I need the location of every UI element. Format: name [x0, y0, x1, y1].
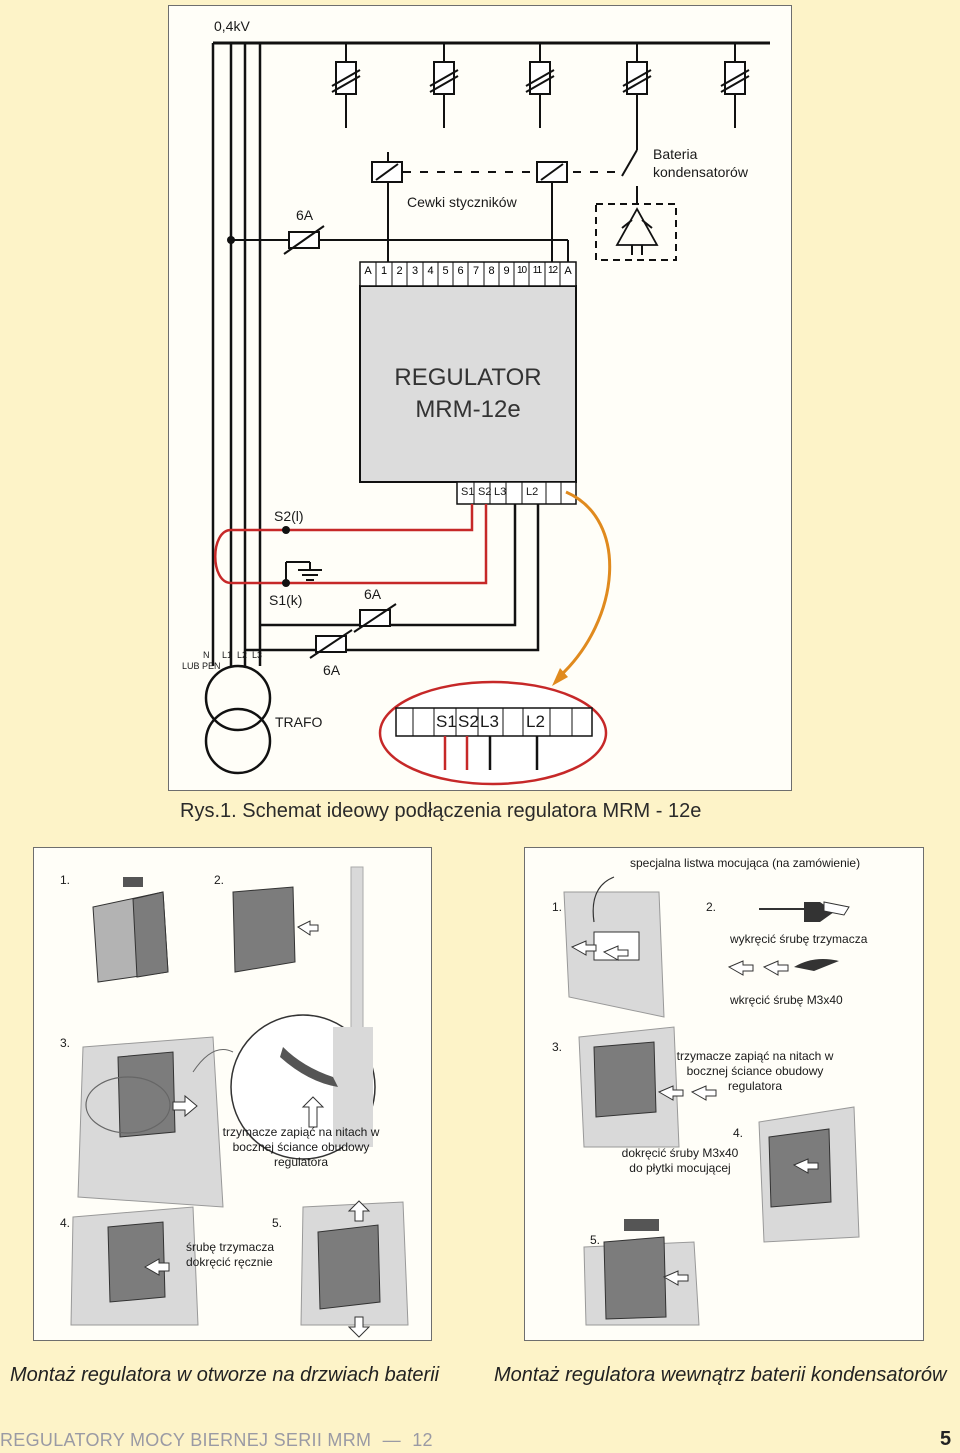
- terminal-label-s2: S2: [478, 486, 492, 498]
- branch-fuses: [331, 43, 750, 128]
- inside-step-5: 5.: [590, 1233, 601, 1247]
- inside-step-1: 1.: [552, 900, 563, 914]
- terminal-label: 3: [411, 265, 419, 277]
- transformer-symbol: [204, 664, 272, 775]
- rail-label: specjalna listwa mocująca (na zamówienie…: [630, 856, 861, 870]
- terminal-label-l2: L2: [526, 486, 539, 498]
- voltage-label: 0,4kV: [214, 18, 250, 34]
- zoom-terminal-l3: L3: [480, 712, 499, 731]
- battery-label-2: kondensatorów: [653, 164, 748, 180]
- inside-mounting-illustrations: [563, 876, 860, 1326]
- terminal-label: 2: [396, 265, 403, 277]
- zoom-terminal-s1: S1: [436, 712, 457, 731]
- contactor-coils: [371, 161, 568, 183]
- terminal-label: 5: [442, 265, 449, 277]
- s2-label: S2(l): [274, 508, 304, 524]
- phase-lub-pen-label: LUB PEN: [182, 661, 221, 671]
- page-number: 5: [940, 1428, 952, 1450]
- terminal-label: 11: [532, 265, 542, 276]
- door-step3-text-2: bocznej ściance obudowy: [232, 1140, 370, 1154]
- inside-step-4: 4.: [733, 1126, 744, 1140]
- contactor-coils-label: Cewki styczników: [407, 194, 517, 210]
- terminal-label: A: [564, 265, 572, 277]
- capacitor-branch: [595, 128, 677, 261]
- figure-caption: Rys.1. Schemat ideowy podłączenia regula…: [180, 800, 702, 822]
- door-step-5: 5.: [272, 1216, 283, 1230]
- terminal-label: 7: [472, 265, 480, 277]
- door-mounting-illustrations: [70, 866, 409, 1338]
- terminal-label: 12: [547, 265, 558, 276]
- inside-step4-text-1: dokręcić śruby M3x40: [621, 1146, 739, 1160]
- inside-step3-text-2: bocznej ściance obudowy: [686, 1064, 824, 1078]
- terminal-label-s1: S1: [461, 486, 475, 498]
- door-mounting-title: Montaż regulatora w otworze na drzwiach …: [10, 1364, 440, 1386]
- inside-step-2: 2.: [706, 900, 717, 914]
- door-step3-text-3: regulatora: [273, 1155, 329, 1169]
- footer-dash: —: [382, 1430, 401, 1450]
- battery-label-1: Bateria: [653, 146, 698, 162]
- terminal-label: 6: [457, 265, 464, 277]
- door-step3-text-1: trzymacze zapiąć na nitach w: [222, 1125, 380, 1139]
- terminal-label: 4: [427, 265, 434, 277]
- door-step4-text-2: dokręcić ręcznie: [186, 1255, 273, 1269]
- regulator-body: [359, 285, 577, 483]
- terminal-label: A: [364, 265, 372, 277]
- inside-step-3: 3.: [552, 1040, 563, 1054]
- orange-arrow: [558, 490, 612, 678]
- schematic-wiring: [204, 41, 770, 786]
- inside-step3-text-1: trzymacze zapiąć na nitach w: [676, 1049, 834, 1063]
- zoom-terminal-s2: S2: [458, 712, 479, 731]
- terminal-label: 10: [516, 265, 527, 276]
- footer-number: 12: [412, 1430, 433, 1450]
- footer-series-title: REGULATORY MOCY BIERNEJ SERII MRM — 12: [0, 1430, 433, 1451]
- terminal-label-l3: L3: [494, 486, 507, 498]
- phase-l3-label: L3: [252, 650, 263, 660]
- page-footer: [0, 1408, 960, 1453]
- screw-in-label: wkręcić śrubę M3x40: [730, 993, 843, 1007]
- terminal-strip-labels: A 1 2 3 4 5 6 7 8 9 10 11 12 A: [360, 265, 576, 283]
- inside-step4-text-2: do płytki mocującej: [629, 1161, 731, 1175]
- terminal-label: 9: [503, 265, 510, 277]
- unscrew-label: wykręcić śrubę trzymacza: [730, 932, 868, 946]
- door-step-3: 3.: [60, 1036, 71, 1050]
- phase-l2-label: L2: [237, 650, 248, 660]
- regulator-name-line2: MRM-12e: [415, 396, 521, 423]
- fuse-top: [283, 225, 325, 255]
- control-wires: [231, 152, 569, 262]
- fuse-label-low: 6A: [323, 662, 341, 678]
- terminal-label: 8: [488, 265, 495, 277]
- zoom-terminal-l2: L2: [526, 712, 545, 731]
- footer-series: REGULATORY MOCY BIERNEJ SERII MRM: [0, 1430, 372, 1450]
- inside-step3-text-3: regulatora: [727, 1079, 783, 1093]
- trafo-label: TRAFO: [275, 714, 323, 730]
- phase-n-label: N: [203, 650, 210, 660]
- door-step-4: 4.: [60, 1216, 71, 1230]
- phase-l1-label: L1: [222, 650, 233, 660]
- s1-label: S1(k): [269, 592, 303, 608]
- fuse-label-mid: 6A: [364, 586, 382, 602]
- inside-mounting-title: Montaż regulatora wewnątrz baterii konde…: [494, 1364, 947, 1386]
- fuse-label-top: 6A: [296, 207, 314, 223]
- door-step-1: 1.: [60, 873, 71, 887]
- door-step4-text-1: śrubę trzymacza: [186, 1240, 275, 1254]
- regulator-name-line1: REGULATOR: [394, 364, 542, 391]
- terminal-label: 1: [380, 265, 388, 277]
- door-step-2: 2.: [214, 873, 225, 887]
- ground-symbol: [285, 561, 322, 583]
